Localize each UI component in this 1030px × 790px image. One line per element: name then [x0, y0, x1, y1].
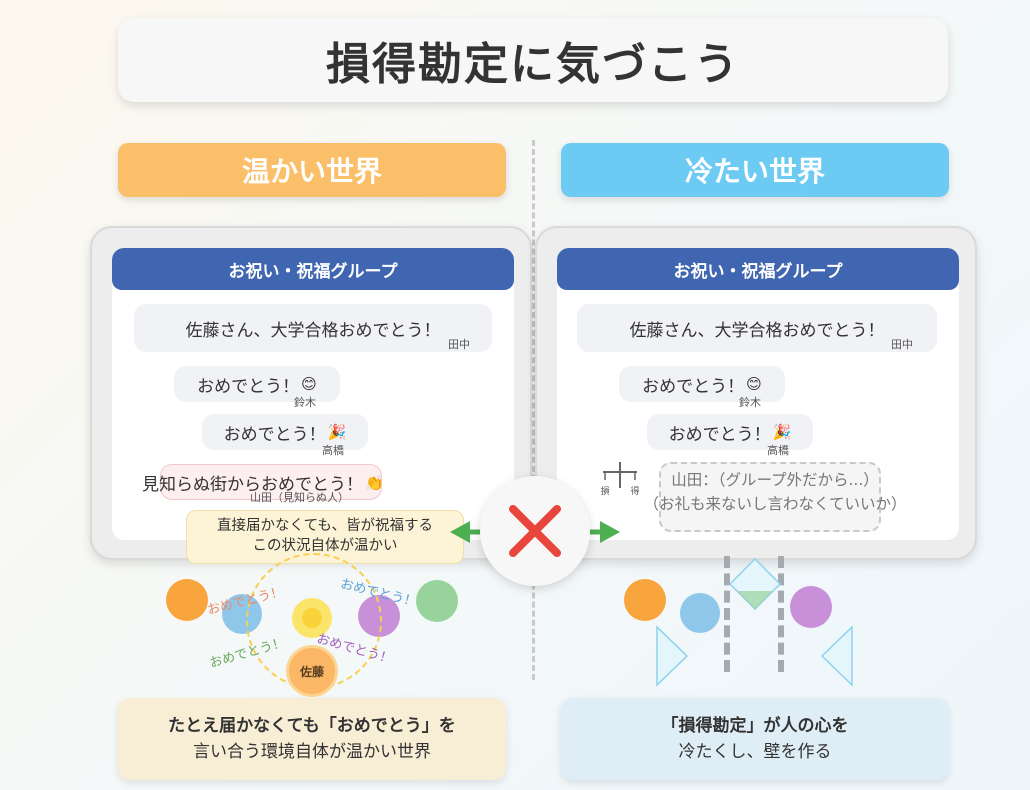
- wall-left: [724, 556, 730, 672]
- cold-phone: お祝い・祝福グループ 佐藤さん、大学合格おめでとう！ 田中 おめでとう！ 😊 鈴…: [535, 226, 977, 560]
- warm-message-1-text: 佐藤さん、大学合格おめでとう！: [185, 320, 441, 341]
- cold-conclusion: 「損得勘定」が人の心を 冷たくし、壁を作る: [561, 698, 949, 780]
- warm-note-line-1: 直接届かなくても、皆が祝福する: [217, 518, 433, 535]
- warm-note: 直接届かなくても、皆が祝福する この状況自体が温かい: [186, 510, 464, 564]
- cold-message-1-sender: 田中: [891, 338, 913, 351]
- cold-message-3: おめでとう！ 🎉: [647, 414, 813, 450]
- warm-group-name: お祝い・祝福グループ: [112, 248, 514, 290]
- center-person-sato: 佐藤: [286, 645, 338, 697]
- diamond-shape-icon: [728, 557, 782, 611]
- cold-message-3-sender: 高橋: [767, 444, 789, 457]
- cold-conclusion-line-1: 「損得勘定」が人の心を: [661, 715, 849, 736]
- clapping-hands-icon: 👏: [365, 473, 384, 492]
- title-banner: 損得勘定に気づこう: [118, 18, 948, 102]
- warm-message-4: [160, 464, 382, 500]
- warm-conclusion-line-2: 言い合う環境自体が温かい世界: [193, 742, 431, 762]
- scale-label-gain: 得: [630, 485, 639, 497]
- warm-conclusion: たとえ届かなくても「おめでとう」を 言い合う環境自体が温かい世界: [118, 698, 506, 780]
- ghost-line-2: （お礼も来ないし言わなくていいか）: [643, 495, 907, 514]
- ghost-line-1: 山田：（グループ外だから...）: [671, 471, 879, 489]
- cold-person-blue-circle: [680, 593, 720, 633]
- triangle-left-icon: [656, 625, 689, 687]
- x-mark-circle: [480, 476, 590, 586]
- triangle-right-icon: [820, 625, 853, 687]
- party-popper-icon: 🎉: [772, 423, 792, 441]
- warm-note-line-2: この状況自体が温かい: [252, 538, 398, 554]
- cold-conclusion-line-2: 冷たくし、壁を作る: [678, 742, 832, 762]
- warm-message-3: おめでとう！ 🎉: [202, 414, 368, 450]
- balance-scale-icon: 損 得: [600, 462, 640, 497]
- cold-message-2-text: おめでとう！: [642, 376, 745, 397]
- warm-message-2: おめでとう！ 😊: [174, 366, 340, 402]
- cold-ghost-message: [659, 462, 881, 532]
- page-title: 損得勘定に気づこう: [326, 39, 740, 90]
- warm-conclusion-line-1: たとえ届かなくても「おめでとう」を: [168, 715, 456, 736]
- cold-message-3-text: おめでとう！: [668, 424, 771, 445]
- warm-chat-screen: お祝い・祝福グループ 佐藤さん、大学合格おめでとう！ 田中 おめでとう！ 😊 鈴…: [112, 248, 514, 540]
- cold-message-2-sender: 鈴木: [739, 396, 761, 409]
- center-divider: [532, 140, 535, 680]
- wall-right: [778, 556, 784, 672]
- person-green-circle: [416, 580, 458, 622]
- warm-message-3-sender: 高橋: [322, 444, 344, 457]
- person-orange-circle: [166, 579, 208, 621]
- cold-world-header: 冷たい世界: [561, 143, 949, 197]
- warm-message-4-text: 見知らぬ街からおめでとう！: [142, 475, 363, 495]
- warm-message-3-text: おめでとう！: [223, 424, 326, 445]
- warm-message-2-sender: 鈴木: [294, 396, 316, 409]
- scale-label-loss: 損: [600, 485, 609, 497]
- warm-message-1: 佐藤さん、大学合格おめでとう！: [134, 304, 492, 352]
- smile-emoji-icon: 😊: [301, 375, 317, 393]
- party-popper-icon: 🎉: [327, 423, 347, 441]
- sun-core-circle: [302, 608, 322, 628]
- cold-person-orange-circle: [624, 579, 666, 621]
- cold-message-1-text: 佐藤さん、大学合格おめでとう！: [629, 320, 885, 341]
- cold-message-2: おめでとう！ 😊: [619, 366, 785, 402]
- cold-group-name: お祝い・祝福グループ: [557, 248, 959, 290]
- cross-mark-icon: [509, 505, 561, 557]
- cold-chat-screen: お祝い・祝福グループ 佐藤さん、大学合格おめでとう！ 田中 おめでとう！ 😊 鈴…: [557, 248, 959, 540]
- smile-emoji-icon: 😊: [746, 375, 762, 393]
- cold-message-1: 佐藤さん、大学合格おめでとう！: [577, 304, 937, 352]
- warm-message-2-text: おめでとう！: [197, 376, 300, 397]
- warm-phone: お祝い・祝福グループ 佐藤さん、大学合格おめでとう！ 田中 おめでとう！ 😊 鈴…: [90, 226, 532, 560]
- warm-message-1-sender: 田中: [448, 338, 470, 351]
- warm-message-4-sender: 山田（見知らぬ人）: [250, 491, 349, 504]
- warm-message-4-content: 見知らぬ街からおめでとう！ 👏: [142, 470, 384, 496]
- cold-ghost-text: 山田：（グループ外だから...） （お礼も来ないし言わなくていいか）: [635, 468, 915, 516]
- warm-world-header: 温かい世界: [118, 143, 506, 197]
- cold-person-purple-circle: [790, 586, 832, 628]
